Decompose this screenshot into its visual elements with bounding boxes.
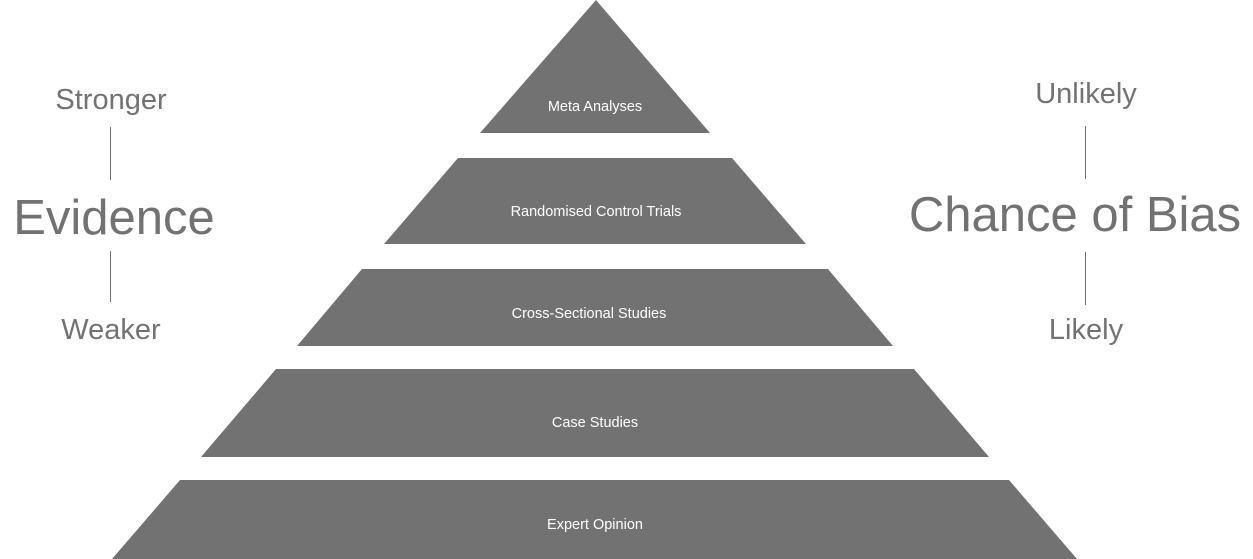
evidence-weaker-label: Weaker bbox=[61, 314, 161, 346]
tier-shape bbox=[297, 269, 893, 346]
bias-upper-connector bbox=[1085, 126, 1086, 179]
tier-shape bbox=[201, 369, 989, 457]
bias-unlikely-label: Unlikely bbox=[1035, 78, 1137, 110]
tier-label: Case Studies bbox=[552, 415, 638, 431]
pyramid-tier-expert-opinion: Expert Opinion bbox=[112, 480, 1077, 559]
bias-lower-connector bbox=[1085, 252, 1086, 305]
tier-shape bbox=[384, 158, 806, 244]
tier-shape bbox=[480, 0, 710, 133]
tier-label: Cross-Sectional Studies bbox=[512, 306, 667, 322]
bias-title: Chance of Bias bbox=[908, 188, 1242, 242]
pyramid-tier-case-studies: Case Studies bbox=[201, 369, 989, 457]
bias-likely-label: Likely bbox=[1048, 314, 1124, 346]
evidence-lower-connector bbox=[110, 251, 111, 302]
evidence-upper-connector bbox=[110, 127, 111, 180]
pyramid-tier-cross-sectional-studies: Cross-Sectional Studies bbox=[297, 269, 893, 346]
pyramid-tier-randomised-control-trials: Randomised Control Trials bbox=[384, 158, 806, 244]
tier-shape bbox=[112, 480, 1077, 559]
evidence-stronger-label: Stronger bbox=[55, 84, 167, 116]
evidence-title: Evidence bbox=[13, 191, 215, 245]
pyramid-tier-meta-analyses: Meta Analyses bbox=[480, 0, 710, 133]
tier-label: Meta Analyses bbox=[548, 99, 642, 115]
tier-label: Expert Opinion bbox=[547, 517, 643, 533]
tier-label: Randomised Control Trials bbox=[511, 204, 682, 220]
